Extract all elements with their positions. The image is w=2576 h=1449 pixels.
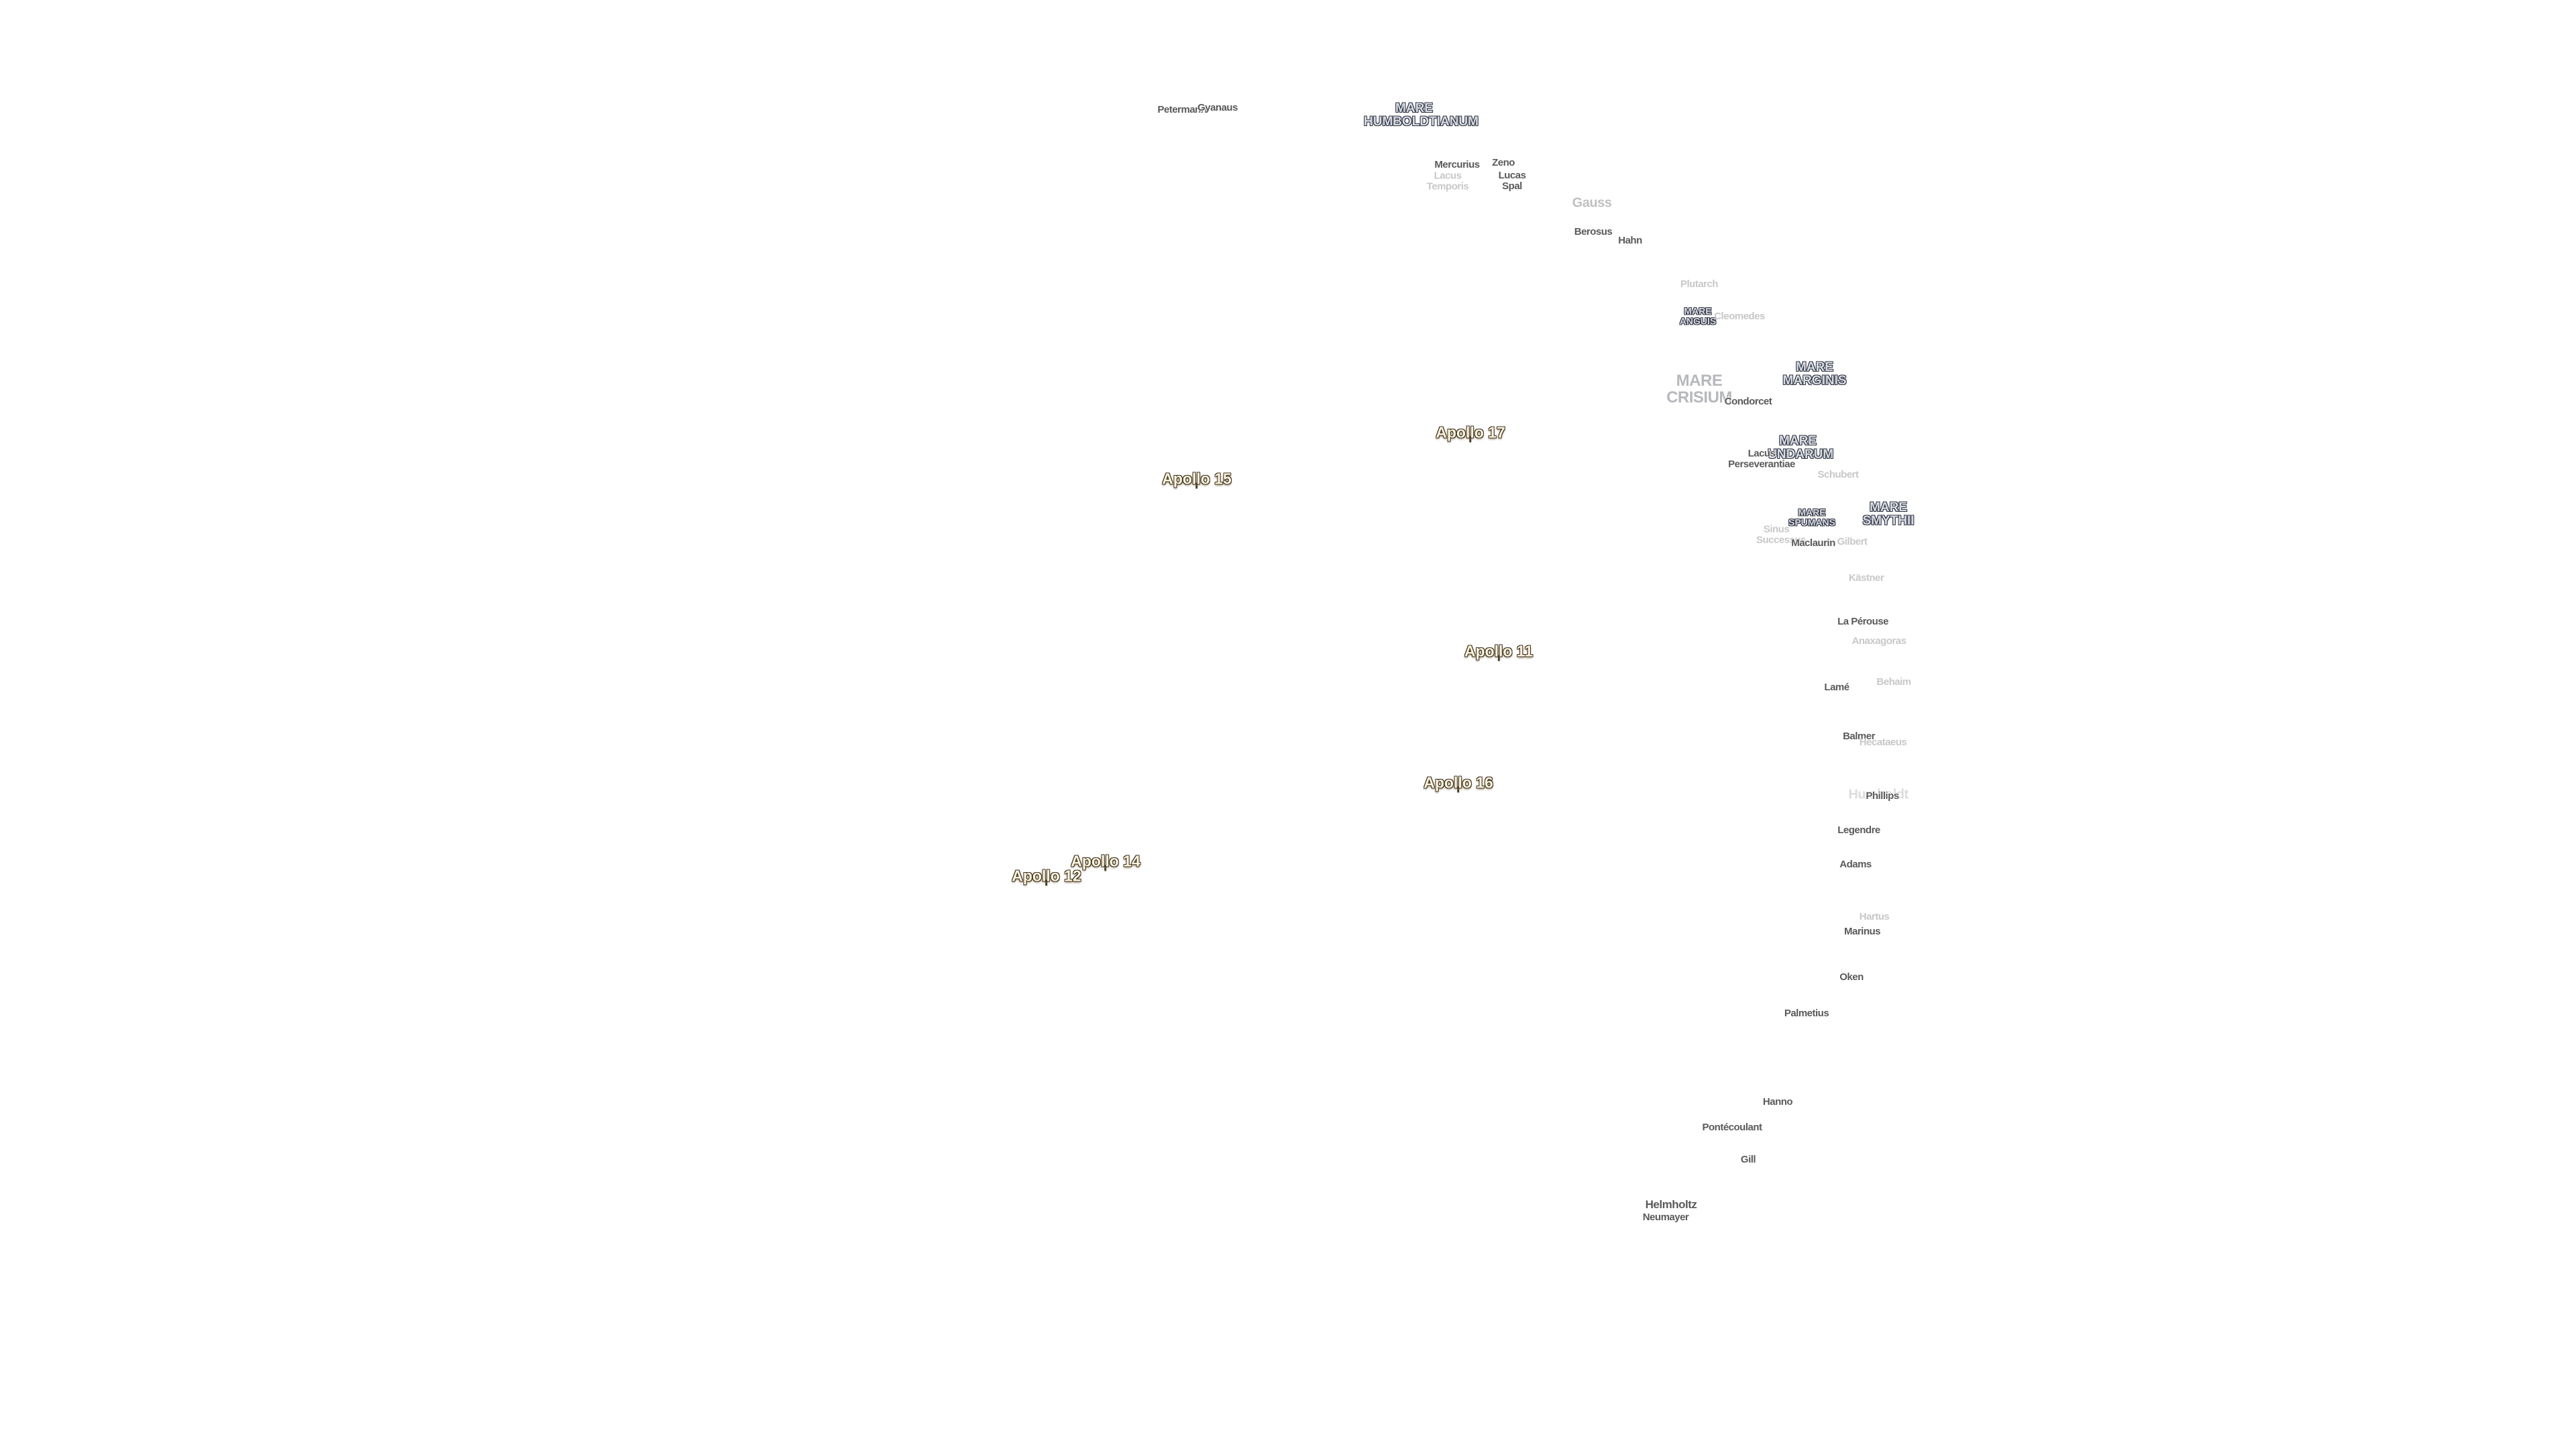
crater-label[interactable]: Plutarch: [1680, 278, 1719, 290]
crater-label[interactable]: La Pérouse: [1837, 616, 1888, 628]
apollo-16-label[interactable]: Apollo 16: [1424, 773, 1493, 793]
crater-label[interactable]: Schubert: [1817, 469, 1859, 481]
apollo-11-label[interactable]: Apollo 11: [1464, 643, 1533, 661]
landing-marker-icon: [1469, 436, 1472, 443]
crater-label[interactable]: Gyanaus: [1197, 102, 1238, 114]
crater-label[interactable]: Behaim: [1876, 676, 1911, 688]
mare-humboldtianum-label[interactable]: MARE HUMBOLDTIANUM: [1364, 101, 1479, 129]
crater-label[interactable]: Legendre: [1837, 824, 1880, 837]
crater-label[interactable]: Hecataeus: [1859, 737, 1907, 749]
crater-label[interactable]: Hartus: [1859, 911, 1890, 923]
apollo-16-text: Apollo 16: [1424, 773, 1493, 792]
crater-label[interactable]: Gill: [1740, 1154, 1756, 1166]
crater-label[interactable]: Phillips: [1866, 790, 1899, 802]
apollo-12-label[interactable]: Apollo 12: [1012, 867, 1081, 886]
apollo-14-text: Apollo 14: [1071, 852, 1140, 870]
crater-label[interactable]: Oken: [1839, 971, 1864, 983]
apollo-17-text: Apollo 17: [1436, 423, 1505, 441]
crater-label[interactable]: Hanno: [1762, 1096, 1793, 1108]
apollo-15-label[interactable]: Apollo 15: [1162, 470, 1232, 489]
mare-spumans-label[interactable]: MARE SPUMANS: [1788, 506, 1836, 527]
landing-marker-icon: [1045, 879, 1048, 886]
apollo-15-text: Apollo 15: [1162, 470, 1232, 488]
crater-label[interactable]: Helmholtz: [1645, 1198, 1697, 1212]
crater-label[interactable]: Gilbert: [1837, 536, 1868, 548]
crater-label[interactable]: Petermann: [1157, 104, 1207, 116]
apollo-17-label[interactable]: Apollo 17: [1436, 423, 1505, 443]
crater-label[interactable]: Hahn: [1618, 235, 1642, 247]
lake-label[interactable]: Lacus Perseverantiae: [1728, 447, 1795, 470]
crater-label[interactable]: Adams: [1839, 859, 1872, 871]
crater-label[interactable]: Pontécoulant: [1702, 1122, 1762, 1134]
crater-label[interactable]: Cleomedes: [1714, 311, 1765, 323]
mare-anguis-label[interactable]: MARE ANGUIS: [1679, 305, 1717, 326]
crater-label[interactable]: Zeno: [1492, 157, 1515, 169]
crater-label[interactable]: Mercurius: [1434, 159, 1480, 171]
apollo-12-text: Apollo 12: [1012, 867, 1081, 885]
mare-smythii-label[interactable]: MARE SMYTHII: [1862, 500, 1915, 528]
bay-label[interactable]: Sinus Successus: [1756, 523, 1806, 545]
crater-label[interactable]: Balmer: [1843, 731, 1875, 743]
mare-undarum-label[interactable]: MARE UNDARUM: [1768, 434, 1834, 462]
landing-marker-icon: [1104, 865, 1107, 871]
crater-label[interactable]: Neumayer: [1642, 1212, 1689, 1224]
apollo-14-label[interactable]: Apollo 14: [1071, 853, 1140, 871]
apollo-11-text: Apollo 11: [1464, 642, 1534, 660]
landing-marker-icon: [1457, 786, 1460, 793]
crater-label[interactable]: Kästner: [1848, 572, 1884, 584]
crater-label[interactable]: Anaxagoras: [1851, 635, 1907, 647]
landing-marker-icon: [1497, 655, 1500, 661]
lake-label[interactable]: Lacus Temporis: [1426, 170, 1469, 192]
mare-marginis-label[interactable]: MARE MARGINIS: [1782, 360, 1847, 388]
crater-label[interactable]: Lucas: [1498, 170, 1526, 182]
crater-label[interactable]: Gauss: [1572, 195, 1612, 211]
crater-label[interactable]: Palmetius: [1784, 1008, 1829, 1020]
crater-label[interactable]: Humboldt: [1848, 787, 1909, 802]
crater-label[interactable]: Condorcet: [1724, 396, 1772, 408]
mare-crisium-label[interactable]: MARE CRISIUM: [1666, 371, 1732, 407]
landing-marker-icon: [1195, 482, 1198, 489]
crater-label[interactable]: Lamé: [1824, 682, 1849, 694]
crater-label[interactable]: Marinus: [1843, 926, 1881, 938]
crater-label[interactable]: Spal: [1502, 180, 1522, 193]
crater-label[interactable]: Berosus: [1574, 226, 1613, 238]
crater-label[interactable]: Maclaurin: [1791, 537, 1835, 549]
